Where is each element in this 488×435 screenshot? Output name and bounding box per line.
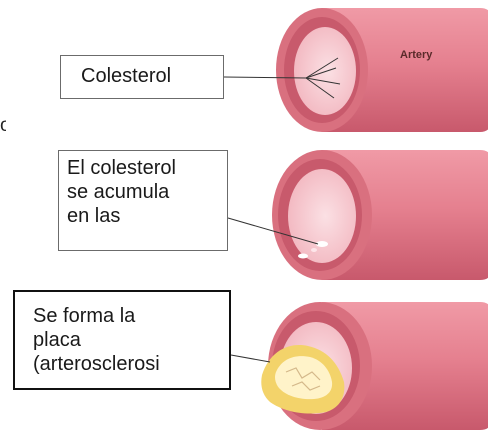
label-colesterol: Colesterol [60, 55, 224, 99]
cholesterol-deposit [311, 248, 317, 252]
artery-healthy: Artery [276, 8, 488, 132]
artery-cholesterol-buildup [272, 150, 488, 280]
label-acumulacion: El colesterol se acumula en las [58, 150, 228, 251]
stray-text-fragment: o [0, 116, 6, 136]
artery-lumen [294, 27, 356, 115]
artery-plaque [261, 302, 488, 430]
artery-label: Artery [400, 49, 433, 61]
label-placa: Se forma la placa (arterosclerosi [13, 290, 231, 390]
artery-lumen [288, 169, 356, 263]
cholesterol-deposit [298, 254, 308, 259]
pointer-placa [231, 355, 270, 362]
